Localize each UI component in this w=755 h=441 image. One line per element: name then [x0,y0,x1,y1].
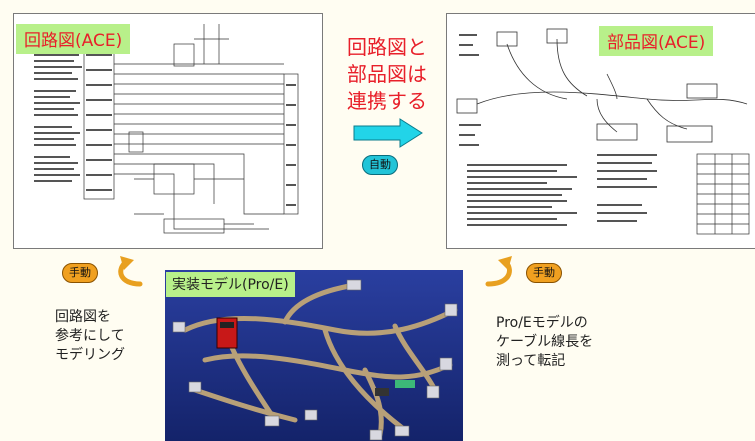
3d-harness-model-image [165,270,463,441]
circuit-diagram-panel: 回路図(ACE) [13,13,323,249]
link-text-line-1: 回路図と [347,35,427,59]
auto-badge: 自動 [362,155,398,175]
3d-model-panel [165,270,463,441]
circuit-diagram-drawing [34,24,299,234]
link-text-line-2: 部品図は [347,62,427,86]
parts-diagram-label: 部品図(ACE) [599,26,714,56]
link-description: 回路図と 部品図は 連携する [337,34,437,115]
manual-badge-left: 手動 [62,263,98,283]
manual-badge-right: 手動 [526,263,562,283]
3d-model-label: 実装モデル(Pro/E) [166,272,295,297]
parts-diagram-drawing [456,28,750,235]
link-text-line-3: 連携する [347,89,427,113]
modeling-note: 回路図を 参考にして モデリング [55,309,125,363]
circuit-diagram-label: 回路図(ACE) [16,24,131,54]
right-arrow-icon [353,118,423,148]
curved-arrow-left-icon [118,256,143,287]
curved-arrow-right-icon [485,256,512,287]
parts-diagram-panel: 部品図(ACE) [446,13,755,249]
cable-length-note: Pro/Eモデルの ケーブル線長を 測って転記 [496,315,594,369]
